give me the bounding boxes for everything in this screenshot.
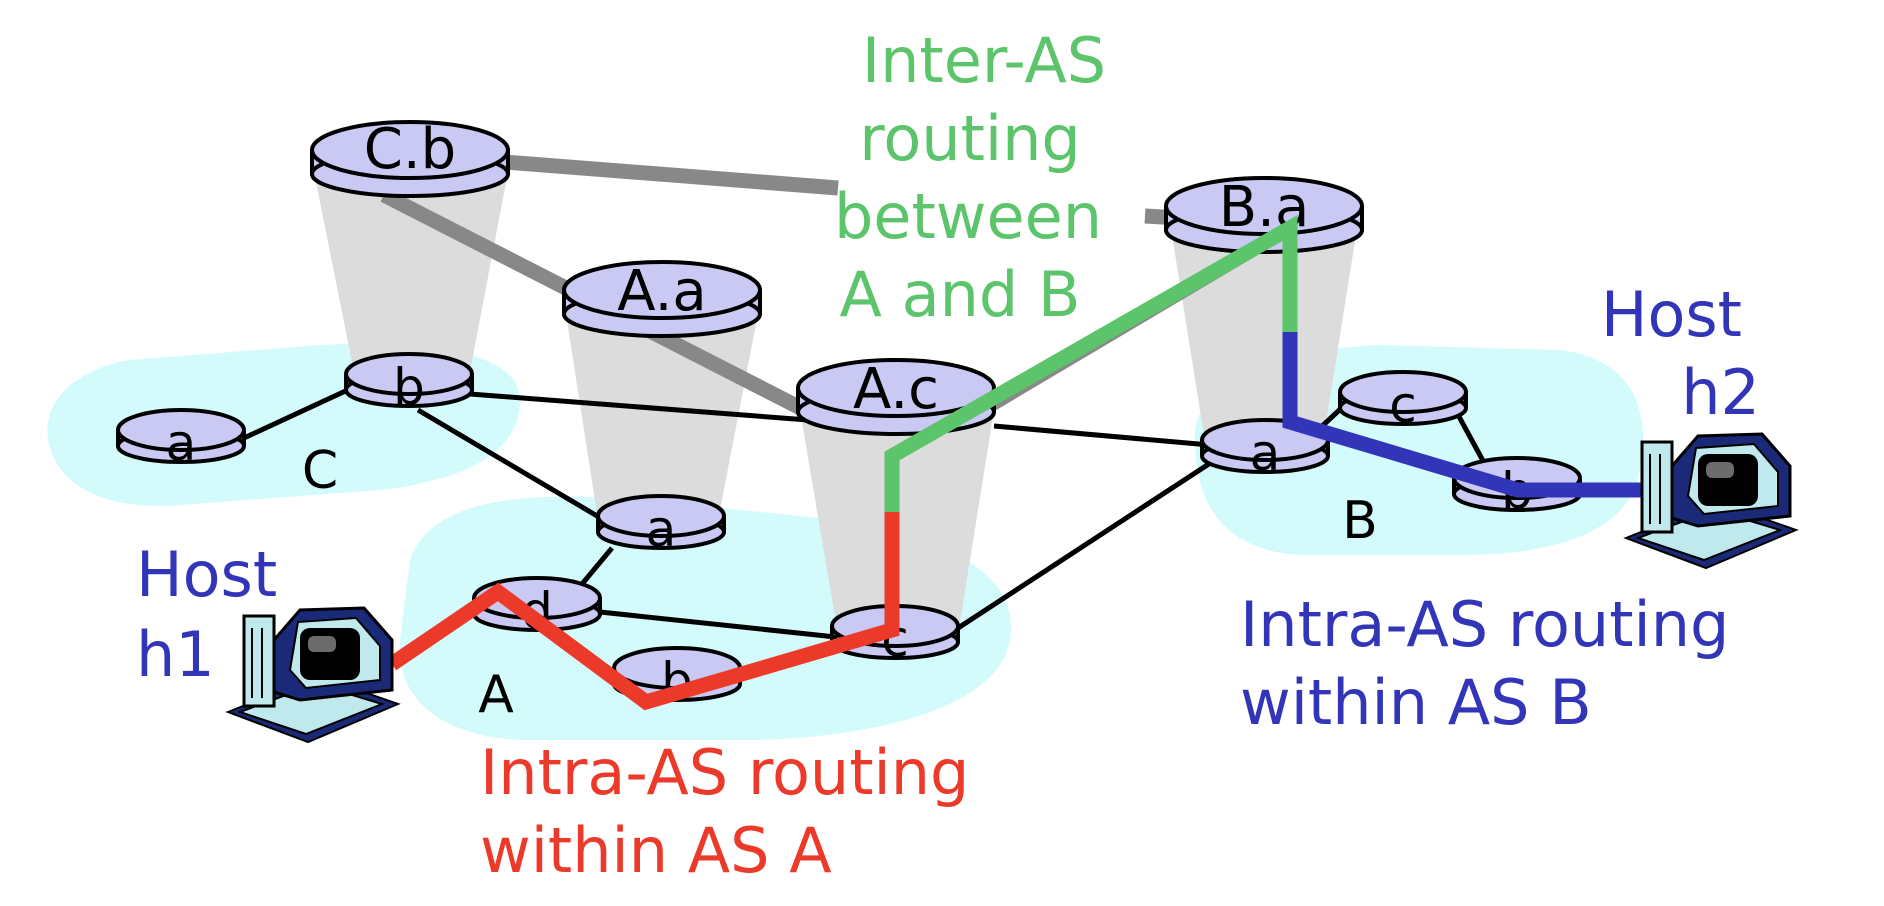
router-aa-label: A.a xyxy=(617,259,706,324)
router-ac-label: A.c xyxy=(853,357,939,422)
router-c-a: a xyxy=(116,408,246,472)
router-a-a-label: a xyxy=(646,500,677,558)
host-h1-caption-line-2: h1 xyxy=(136,618,215,691)
router-a-a: a xyxy=(596,494,726,558)
intra-links xyxy=(242,385,1491,641)
router-c-a-label: a xyxy=(166,414,197,472)
router-c-b: b xyxy=(344,352,474,416)
inter-as-caption-line-3: between xyxy=(834,180,1102,253)
router-a-d: d xyxy=(472,576,602,640)
host-h1-caption: Host h1 xyxy=(136,538,277,691)
intra-as-path-b xyxy=(1282,332,1652,498)
intra-as-b-caption-line-1: Intra-AS routing xyxy=(1240,588,1729,661)
host-h1-caption-line-1: Host xyxy=(136,538,277,611)
router-aa: A.a xyxy=(562,259,762,338)
intra-as-a-caption-line-2: within AS A xyxy=(480,814,832,887)
as-label-b: B xyxy=(1342,491,1378,551)
cone-cb xyxy=(314,172,508,382)
inter-as-caption-line-4: A and B xyxy=(839,258,1080,331)
computer-icon-h2 xyxy=(1623,432,1799,570)
router-b-c: c xyxy=(1338,370,1468,434)
host-h2-caption-line-1: Host xyxy=(1601,278,1742,351)
router-cb-label: C.b xyxy=(364,117,456,182)
router-b-a-label: a xyxy=(1250,424,1281,482)
intra-as-a-caption: Intra-AS routing within AS A xyxy=(480,736,969,887)
computer-icon-h1 xyxy=(225,606,401,744)
host-h2-caption-line-2: h2 xyxy=(1681,356,1760,429)
host-h2-caption: Host h2 xyxy=(1601,278,1760,429)
inter-as-caption-line-2: routing xyxy=(859,102,1081,175)
router-b-c-label: c xyxy=(1389,376,1417,434)
inter-as-caption: Inter-AS routing between A and B xyxy=(834,24,1106,331)
router-c-b-label: b xyxy=(393,358,425,416)
inter-as-caption-line-1: Inter-AS xyxy=(862,24,1106,97)
intra-as-a-caption-line-1: Intra-AS routing xyxy=(480,736,969,809)
intra-as-b-caption: Intra-AS routing within AS B xyxy=(1240,588,1729,739)
router-cb: C.b xyxy=(310,117,510,198)
as-label-a: A xyxy=(478,665,514,725)
as-label-c: C xyxy=(302,441,338,501)
intra-as-path-a xyxy=(387,512,900,711)
inter-as-path xyxy=(884,215,1298,512)
intra-as-b-caption-line-2: within AS B xyxy=(1240,666,1592,739)
